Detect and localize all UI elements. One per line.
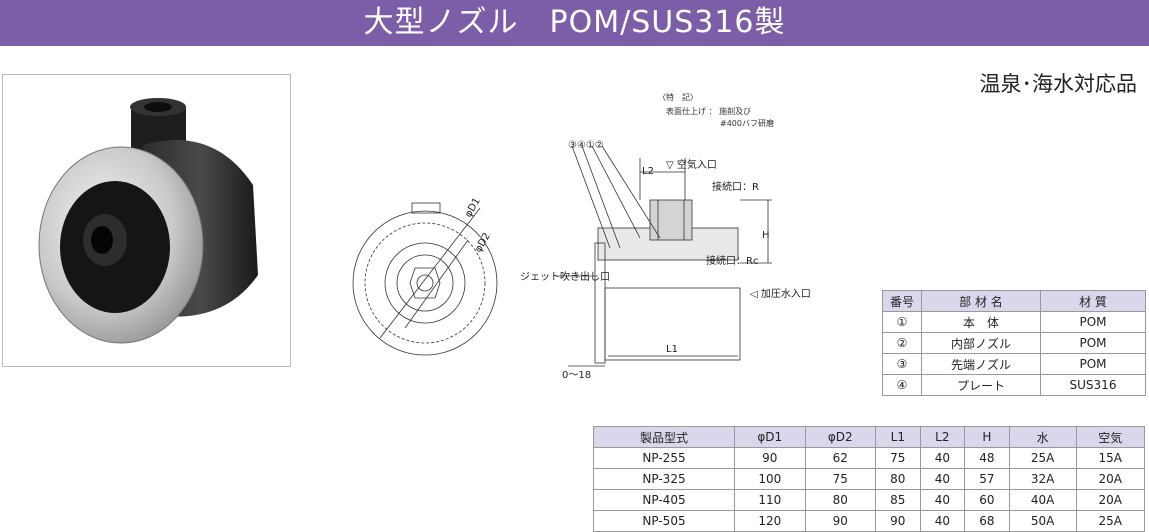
dim-l1-label: L1 <box>666 344 678 355</box>
part-name: 内部ノズル <box>921 332 1041 354</box>
part-name: 先端ノズル <box>921 353 1041 375</box>
cell-l2: 40 <box>919 447 966 469</box>
cell-l2: 40 <box>919 510 966 532</box>
cell-d2: 75 <box>804 468 877 490</box>
cell-h: 68 <box>964 510 1010 532</box>
cell-d1: 90 <box>734 447 806 469</box>
cell-air: 15A <box>1075 447 1146 469</box>
product-photo <box>2 74 291 367</box>
cell-water: 25A <box>1008 447 1077 469</box>
models-table-header: 製品型式 φD1 φD2 L1 L2 H 水 空気 <box>593 426 1146 448</box>
cell-l1: 75 <box>875 447 921 469</box>
parts-table: 番号 部 材 名 材 質 ① 本 体 POM ② 内部ノズル POM ③ 先端ノ… <box>882 290 1146 396</box>
table-row: NP-325 100 75 80 40 57 32A 20A <box>593 468 1146 490</box>
header-l2: L2 <box>919 426 966 448</box>
section-view <box>558 145 772 367</box>
cell-air: 20A <box>1075 489 1146 511</box>
connection-r-label: 接続口：R <box>712 180 759 193</box>
header-model: 製品型式 <box>593 426 735 448</box>
parts-table-header: 番号 部 材 名 材 質 <box>882 290 1146 312</box>
dim-d2-label: φD2 <box>473 231 493 254</box>
part-number: ① <box>882 311 922 333</box>
dim-l2-label: L2 <box>642 166 654 177</box>
models-table: 製品型式 φD1 φD2 L1 L2 H 水 空気 NP-255 90 62 7… <box>593 426 1146 532</box>
header-d2: φD2 <box>804 426 877 448</box>
cell-h: 48 <box>964 447 1010 469</box>
cell-water: 32A <box>1008 468 1077 490</box>
table-row: ④ プレート SUS316 <box>882 374 1146 396</box>
cell-d1: 110 <box>734 489 806 511</box>
header-l1: L1 <box>875 426 921 448</box>
special-note-line2: #400バフ研磨 <box>720 119 774 128</box>
subtitle-hot-spring-seawater: 温泉･海水対応品 <box>979 72 1138 96</box>
cell-model: NP-325 <box>593 468 735 490</box>
cell-model: NP-505 <box>593 510 735 532</box>
air-inlet-label: ▽ 空気入口 <box>666 158 717 171</box>
cell-h: 60 <box>964 489 1010 511</box>
cell-model: NP-255 <box>593 447 735 469</box>
cell-air: 20A <box>1075 468 1146 490</box>
header-h: H <box>964 426 1010 448</box>
cell-l1: 80 <box>875 468 921 490</box>
table-row: ③ 先端ノズル POM <box>882 353 1146 375</box>
dim-d1-label: φD1 <box>463 196 483 219</box>
table-row: NP-405 110 80 85 40 60 40A 20A <box>593 489 1146 511</box>
header-water: 水 <box>1008 426 1077 448</box>
part-material: POM <box>1040 353 1146 375</box>
header-number: 番号 <box>882 290 922 312</box>
part-material: SUS316 <box>1040 374 1146 396</box>
header-air: 空気 <box>1075 426 1146 448</box>
dim-range-label: 0～18 <box>562 370 591 381</box>
part-number-callouts: ③④①② <box>568 140 604 151</box>
special-note-title: 〈特 記〉 <box>658 93 698 102</box>
cell-water: 50A <box>1008 510 1077 532</box>
header-part-name: 部 材 名 <box>921 290 1041 312</box>
part-name: プレート <box>921 374 1041 396</box>
cell-air: 25A <box>1075 510 1146 532</box>
technical-drawing: 〈特 記〉 表面仕上げ ： 施削及び #400バフ研磨 φD1 φD2 <box>340 88 820 383</box>
part-number: ④ <box>882 374 922 396</box>
table-row: ① 本 体 POM <box>882 311 1146 333</box>
cell-l1: 90 <box>875 510 921 532</box>
part-number: ③ <box>882 353 922 375</box>
cell-d1: 120 <box>734 510 806 532</box>
part-material: POM <box>1040 332 1146 354</box>
special-note-line1: 表面仕上げ ： 施削及び <box>666 107 752 116</box>
connection-rc-label: 接続口：Rc <box>706 254 758 267</box>
cell-l1: 85 <box>875 489 921 511</box>
cell-d2: 80 <box>804 489 877 511</box>
cell-h: 57 <box>964 468 1010 490</box>
cell-l2: 40 <box>919 489 966 511</box>
part-number: ② <box>882 332 922 354</box>
cell-d2: 62 <box>804 447 877 469</box>
part-material: POM <box>1040 311 1146 333</box>
part-name: 本 体 <box>921 311 1041 333</box>
cell-l2: 40 <box>919 468 966 490</box>
pressure-water-inlet-label: ◁ 加圧水入口 <box>750 288 811 300</box>
table-row: ② 内部ノズル POM <box>882 332 1146 354</box>
header-d1: φD1 <box>734 426 806 448</box>
cell-model: NP-405 <box>593 489 735 511</box>
cell-d2: 90 <box>804 510 877 532</box>
cell-d1: 100 <box>734 468 806 490</box>
header-material: 材 質 <box>1040 290 1146 312</box>
jet-outlet-label: ジェット吹き出し口 <box>520 270 610 283</box>
cell-water: 40A <box>1008 489 1077 511</box>
front-view <box>352 202 498 356</box>
table-row: NP-505 120 90 90 40 68 50A 25A <box>593 510 1146 532</box>
page-title-banner: 大型ノズル POM/SUS316製 <box>0 0 1149 46</box>
table-row: NP-255 90 62 75 40 48 25A 15A <box>593 447 1146 469</box>
dim-h-label: H <box>762 230 770 241</box>
